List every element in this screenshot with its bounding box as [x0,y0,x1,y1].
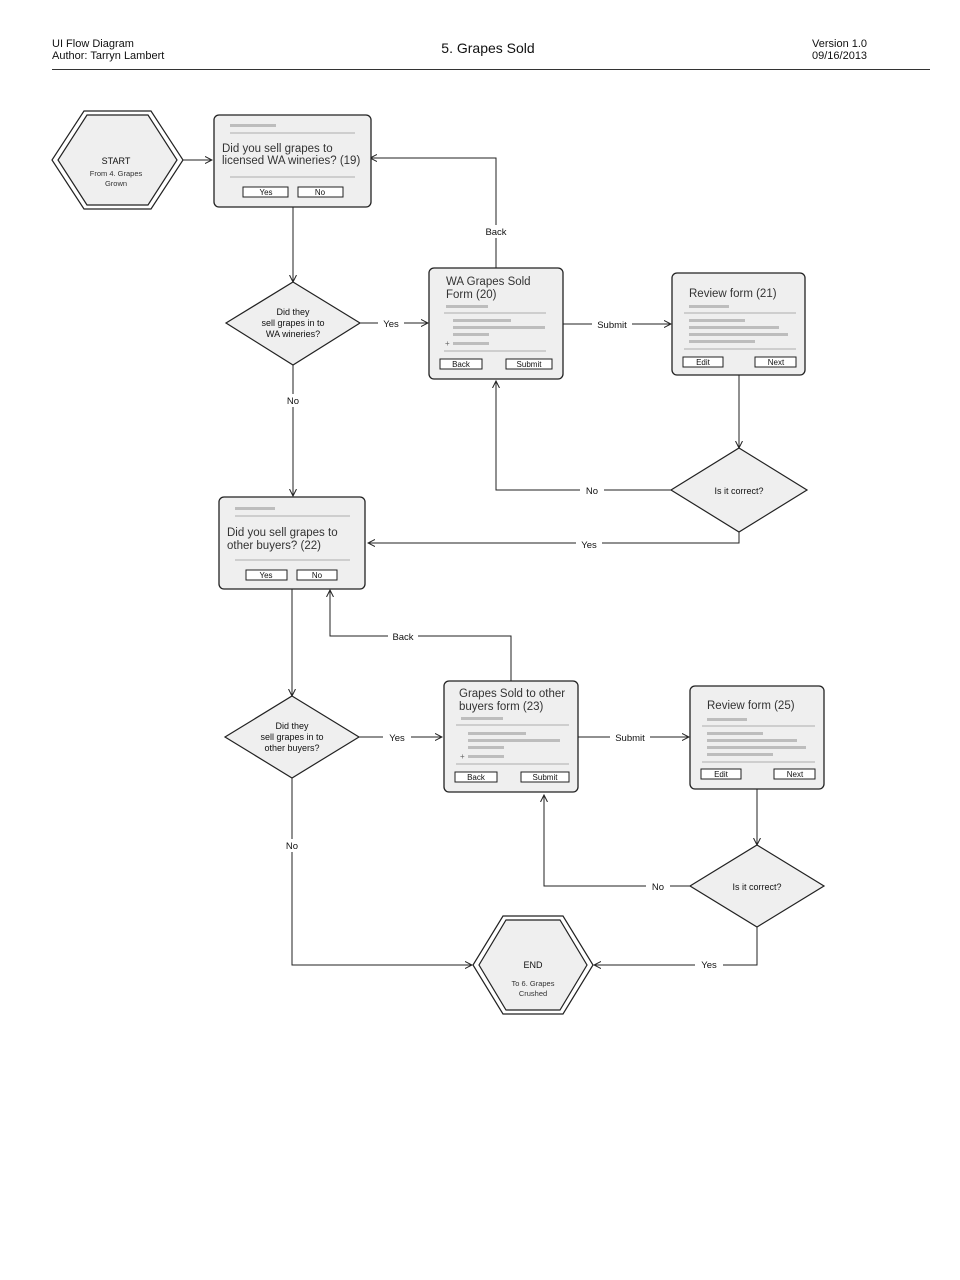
edge-label-back: Back [485,227,506,238]
back-button[interactable] [439,358,483,370]
version: Version 1.0 [812,38,868,50]
submit-button[interactable] [520,771,570,783]
submit-button-label: Submit [517,360,543,369]
submit-button[interactable] [505,358,553,370]
author: Author: Tarryn Lambert [52,50,165,62]
edge-label-back: Back [392,632,413,643]
no-button-label: No [315,188,326,197]
screen-23: Grapes Sold to other buyers form (23) + … [443,680,579,793]
submit-button-label: Submit [533,773,559,782]
edge-back-23-to-22 [330,590,512,681]
header-left: UI Flow Diagram Author: Tarryn Lambert [52,38,164,62]
edge-label-no: No [286,841,298,852]
decision-is-correct-1: Is it correct? [669,447,809,533]
yes-button[interactable] [245,569,288,581]
decision-3-line-3: other buyers? [264,743,319,753]
no-button[interactable] [296,569,338,581]
date: 09/16/2013 [812,50,868,62]
decision-is-correct-2: Is it correct? [688,844,826,928]
screen-20-title-2: Form (20) [446,289,497,301]
screen-23-title-2: buyers form (23) [459,701,544,713]
edge-label-submit: Submit [597,320,627,331]
back-button-label: Back [452,360,471,369]
header-divider [52,69,930,70]
connectors [180,158,757,965]
screen-20-title-1: WA Grapes Sold [446,276,531,288]
back-button-label: Back [467,773,486,782]
decision-1-line-3: WA wineries? [266,329,320,339]
start-label: START [102,156,131,166]
no-button[interactable] [297,186,344,198]
decision-wa-wineries: Did they sell grapes in to WA wineries? [224,281,362,366]
decision-4-label: Is it correct? [732,882,781,892]
yes-button[interactable] [242,186,289,198]
edge-label-no: No [652,882,664,893]
start-sub-2: Grown [105,179,127,188]
edge-label-submit: Submit [615,733,645,744]
page-title: 5. Grapes Sold [441,40,535,56]
decision-1-line-2: sell grapes in to [261,318,324,328]
edge-label-no: No [287,396,299,407]
end-sub-1: To 6. Grapes [512,979,555,988]
edit-button-label: Edit [696,358,711,367]
screen-21: Review form (21) Edit Next [671,272,806,376]
back-button[interactable] [454,771,498,783]
decision-other-buyers: Did they sell grapes in to other buyers? [223,695,361,779]
next-button-label: Next [768,358,785,367]
edge-d3-no [291,778,472,965]
edge-label-yes: Yes [701,960,717,971]
screen-19: Did you sell grapes to licensed WA winer… [213,114,372,208]
screen-22-title-2: other buyers? (22) [227,540,321,552]
header-right: Version 1.0 09/16/2013 [812,38,867,62]
screen-19-title-2: licensed WA wineries? (19) [222,155,360,167]
start-sub-1: From 4. Grapes [90,169,143,178]
edge-label-yes: Yes [389,733,405,744]
edit-button[interactable] [682,356,724,368]
add-row-icon: + [445,339,450,348]
decision-3-line-1: Did they [275,721,309,731]
next-button[interactable] [754,356,797,368]
edge-d2-no [496,381,671,491]
screen-19-title-1: Did you sell grapes to [222,143,333,155]
edge-d2-yes [368,530,740,543]
add-row-icon: + [460,752,465,761]
end-label: END [523,960,543,970]
screen-20: WA Grapes Sold Form (20) + Back Submit [428,267,564,380]
screen-22: Did you sell grapes to other buyers? (22… [218,496,366,590]
end-sub-2: Crushed [519,989,547,998]
decision-1-line-1: Did they [276,307,310,317]
end-node: END To 6. Grapes Crushed [472,915,594,1015]
next-button[interactable] [773,768,816,780]
next-button-label: Next [787,770,804,779]
yes-button-label: Yes [259,188,272,197]
edge-label-yes: Yes [581,540,597,551]
edge-back-20-to-19 [370,158,497,268]
decision-3-line-2: sell grapes in to [260,732,323,742]
edge-labels: Back Yes No Submit No Yes Back Yes No Su… [280,225,723,971]
screen-22-title-1: Did you sell grapes to [227,527,338,539]
start-node: START From 4. Grapes Grown [51,110,184,210]
no-button-label: No [312,571,323,580]
edit-button[interactable] [700,768,742,780]
doc-type: UI Flow Diagram [52,38,134,50]
yes-button-label: Yes [259,571,272,580]
edge-d4-yes [594,927,758,965]
edit-button-label: Edit [714,770,729,779]
edge-label-yes: Yes [383,319,399,330]
edge-label-no: No [586,486,598,497]
screen-21-title: Review form (21) [689,288,777,300]
edge-d4-no [544,795,690,887]
screen-25-title: Review form (25) [707,700,795,712]
decision-2-label: Is it correct? [714,486,763,496]
screen-25: Review form (25) Edit Next [689,685,825,790]
screen-23-title-1: Grapes Sold to other [459,688,565,700]
